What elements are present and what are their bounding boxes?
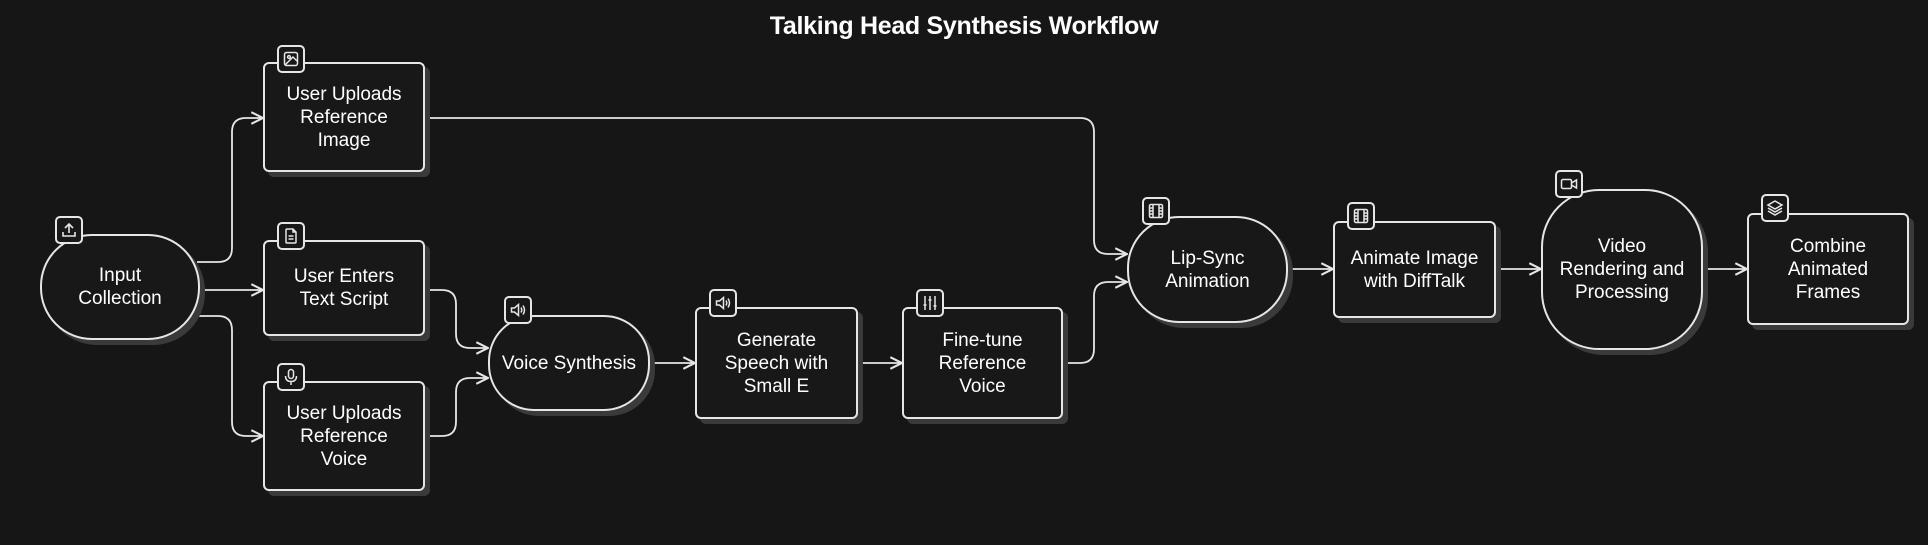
film-icon xyxy=(1142,197,1170,225)
film-icon xyxy=(1347,202,1375,230)
document-icon xyxy=(277,222,305,250)
microphone-icon xyxy=(277,363,305,391)
node-finetune-voice[interactable]: Fine-tune Reference Voice xyxy=(902,307,1063,419)
image-icon xyxy=(277,45,305,73)
node-enter-script[interactable]: User Enters Text Script xyxy=(263,240,425,336)
edge-input-to-upload-image xyxy=(197,118,263,263)
edge-script-to-voice-synthesis xyxy=(425,289,488,348)
node-lip-sync[interactable]: Lip-Sync Animation xyxy=(1127,216,1288,323)
node-generate-speech[interactable]: Generate Speech with Small E xyxy=(695,307,858,419)
layers-icon xyxy=(1761,194,1789,222)
node-combine-frames[interactable]: Combine Animated Frames xyxy=(1747,213,1909,325)
edge-image-to-lipsync xyxy=(425,117,1127,254)
sliders-icon xyxy=(916,289,944,317)
edge-finetune-to-lipsync xyxy=(1063,282,1127,364)
node-voice-synthesis[interactable]: Voice Synthesis xyxy=(488,315,650,411)
diagram-title: Talking Head Synthesis Workflow xyxy=(769,12,1159,40)
video-camera-icon xyxy=(1555,170,1583,198)
node-upload-image[interactable]: User Uploads Reference Image xyxy=(263,62,425,172)
edge-input-to-upload-voice xyxy=(197,315,263,436)
node-animate-image[interactable]: Animate Image with DiffTalk xyxy=(1333,221,1496,318)
speaker-icon xyxy=(504,296,532,324)
node-input-collection[interactable]: Input Collection xyxy=(40,234,200,340)
node-upload-voice[interactable]: User Uploads Reference Voice xyxy=(263,381,425,491)
speaker-icon xyxy=(709,289,737,317)
node-video-rendering[interactable]: Video Rendering and Processing xyxy=(1541,189,1703,350)
upload-icon xyxy=(55,216,83,244)
edge-voice-to-voice-synthesis xyxy=(425,378,488,437)
